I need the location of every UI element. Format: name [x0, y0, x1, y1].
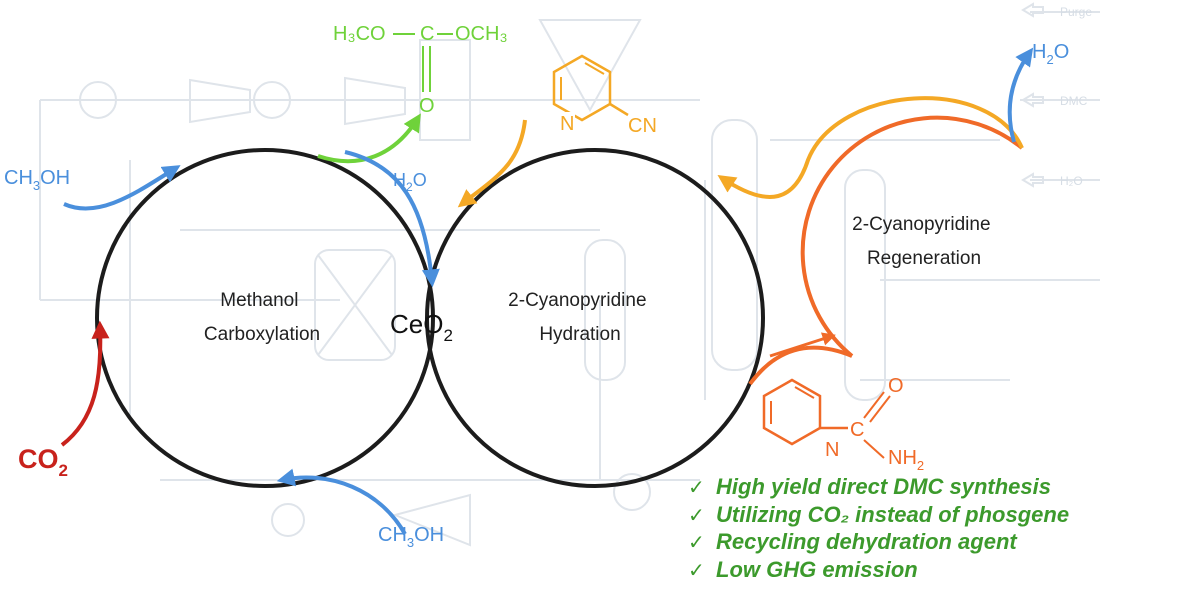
regeneration-cycle-lower	[800, 115, 1024, 358]
methanol-carboxylation-label: Methanol Carboxylation	[204, 290, 320, 345]
h2o-out-arrow	[1007, 47, 1034, 143]
benefit-item: ✓ Recycling dehydration agent	[688, 529, 1200, 557]
ch3oh-inlet-arrow	[63, 165, 181, 211]
h2o-center-label: H2O	[393, 170, 427, 194]
benefit-text: Recycling dehydration agent	[716, 529, 1017, 554]
regenerated-cyanopyridine-arrow	[717, 96, 1024, 199]
ceo2-catalyst-label: CeO2	[390, 309, 453, 345]
svg-text:OCH₃: OCH₃	[455, 23, 508, 45]
svg-text:N: N	[560, 113, 574, 135]
bg-h2o-label: H₂O	[1060, 174, 1083, 188]
process-flowsheet-background: Purge DMC H₂O	[39, 2, 1100, 547]
benefits-list: ✓ High yield direct DMC synthesis ✓ Utiliz…	[688, 474, 1200, 584]
check-icon: ✓	[688, 559, 705, 582]
dmc-arrow	[317, 113, 421, 164]
svg-text:O: O	[888, 375, 904, 397]
hydration-cycle	[425, 148, 765, 488]
check-icon: ✓	[688, 477, 705, 499]
cyanopyridine-structure: N CN	[552, 54, 657, 137]
benefit-text: High yield direct DMC synthesis	[716, 474, 1051, 499]
svg-text:N: N	[825, 439, 839, 461]
svg-text:C: C	[850, 419, 864, 441]
cyanopyridine-arrow	[457, 119, 527, 208]
regeneration-label: 2-Cyanopyridine Regeneration	[852, 214, 996, 269]
ch3oh-bottom-arrow	[276, 468, 407, 535]
benefit-text: Utilizing CO₂ instead of phosgene	[716, 501, 1070, 527]
benefit-item: ✓ High yield direct DMC synthesis	[688, 474, 1200, 502]
dmc-structure: H₃CO OCH₃ C O	[333, 23, 508, 117]
benefit-item: ✓ Low GHG emission	[688, 557, 1200, 585]
hydration-label: 2-Cyanopyridine Hydration	[508, 290, 652, 345]
picolinamide-arrow	[769, 332, 836, 358]
co2-arrow	[60, 320, 110, 447]
methanol-carboxylation-cycle	[95, 148, 435, 488]
picolinamide-to-regeneration-path	[748, 345, 853, 386]
svg-text:NH2: NH2	[888, 447, 924, 473]
ch3oh-inlet-label: CH3OH	[4, 167, 70, 193]
svg-text:O: O	[419, 95, 435, 117]
check-icon: ✓	[688, 532, 705, 554]
co2-label: CO2	[18, 444, 68, 480]
picolinamide-structure: N C O NH2	[762, 375, 924, 473]
check-icon: ✓	[688, 504, 705, 527]
bg-dmc-label: DMC	[1060, 94, 1088, 108]
ch3oh-bottom-label: CH3OH	[378, 524, 444, 550]
benefit-item: ✓ Utilizing CO₂ instead of phosgene	[688, 502, 1200, 530]
svg-text:CN: CN	[628, 115, 657, 137]
h2o-top-label: H2O	[1032, 41, 1069, 67]
benefit-text: Low GHG emission	[716, 556, 918, 582]
svg-text:C: C	[420, 23, 434, 45]
svg-text:H₃CO: H₃CO	[333, 23, 386, 45]
bg-purge-label: Purge	[1060, 5, 1092, 19]
h2o-to-ceo2-arrow	[344, 150, 440, 288]
